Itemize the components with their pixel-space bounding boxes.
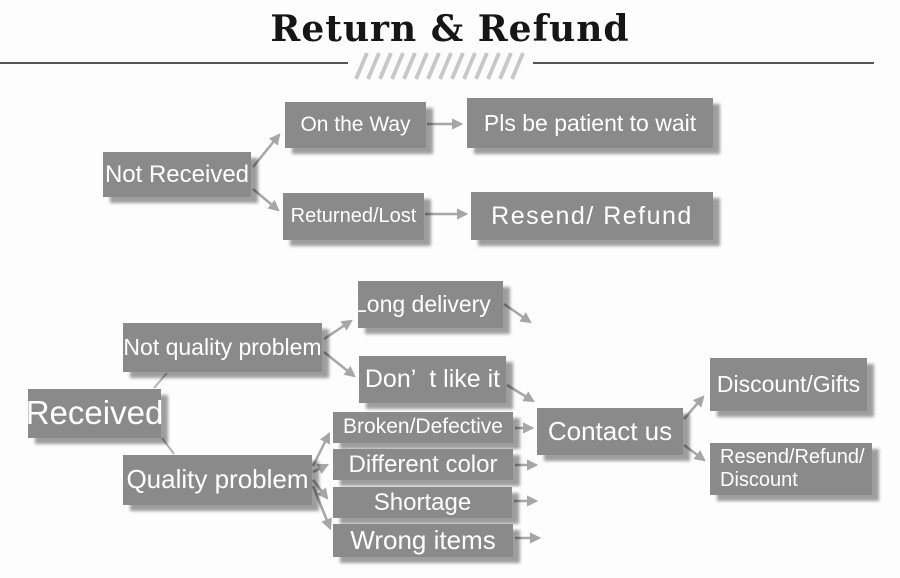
node-dont-like-it: Don’ t like it [359,356,506,403]
arrow-long-delivery-out [503,302,532,324]
arrow-quality-to-different-color [312,463,330,475]
arrow-not-received-to-returned-lost [252,188,280,212]
node-discount-gifts: Discount/Gifts [710,358,867,411]
node-contact-us: Contact us [537,408,683,455]
arrow-contact-us-to-discount-gifts [683,395,705,420]
arrow-quality-to-wrong-items [311,485,332,531]
node-wrong-items: Wrong items [333,524,513,557]
hatch-strokes [354,52,525,80]
arrow-quality-to-shortage [312,479,329,500]
node-resend-refund-discount: Resend/Refund/ Discount [710,443,872,495]
line-received-to-quality-problem [161,437,175,455]
node-on-the-way: On the Way [285,102,426,148]
arrow-not-received-to-on-the-way [252,133,281,168]
node-returned-lost: Returned/Lost [283,193,424,240]
arrow-not-quality-to-long-delivery [323,319,353,341]
arrow-contact-us-to-resend-refund-discount [683,444,706,462]
node-different-color: Different color [333,449,513,480]
arrow-not-quality-to-dont-like [323,351,356,378]
title-hatch-decoration [354,52,525,80]
node-broken-defective: Broken/Defective [333,412,513,443]
node-resend-refund: Resend/ Refund [471,192,713,240]
header-rule-left [0,62,348,64]
node-not-received: Not Received [103,152,251,197]
node-not-quality-problem: Not quality problem [123,323,322,372]
node-shortage: Shortage [333,487,512,518]
arrow-quality-to-broken [311,431,331,467]
header-rule-right [533,62,874,64]
node-received: Received [26,389,163,438]
arrow-dont-like-out [506,383,535,403]
node-pls-be-patient: Pls be patient to wait [467,98,713,148]
node-long-delivery: Long delivery [358,281,503,328]
page-title: Return & Refund [270,8,630,50]
node-quality-problem: Quality problem [123,455,312,505]
line-received-to-not-quality-problem [153,372,168,389]
